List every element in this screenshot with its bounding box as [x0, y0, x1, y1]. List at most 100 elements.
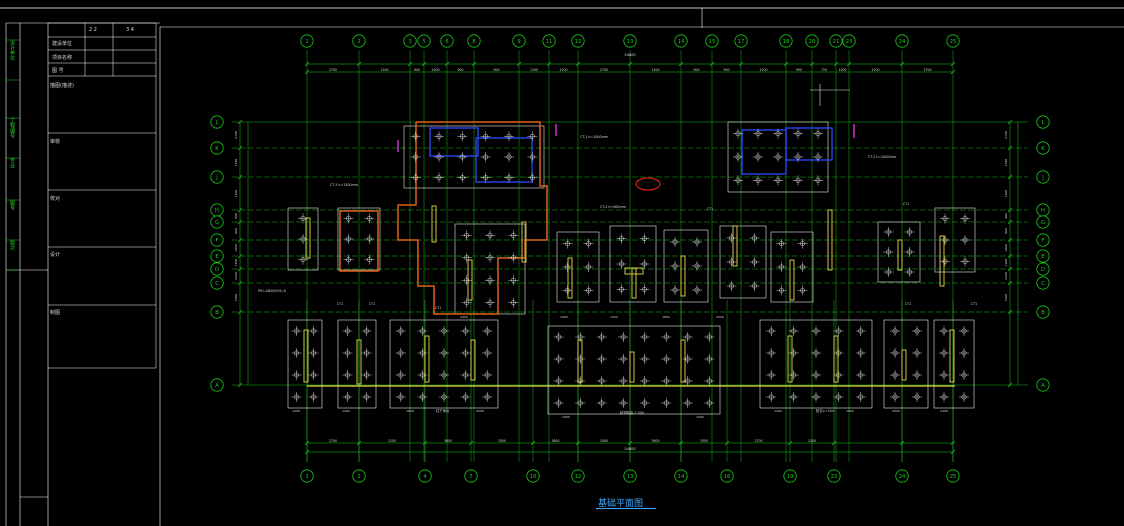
dim-tick-side: [237, 266, 243, 272]
axis-bubble-bottom-label: 7: [469, 474, 472, 480]
annotation-text: CT-3 h=1200mm: [330, 183, 358, 187]
pile-cap-footing: [389, 319, 499, 409]
dim-text-bottom: 2100: [388, 439, 396, 443]
axis-bubble-right-label: H: [1041, 208, 1045, 214]
dim-text-side: 1500: [1004, 159, 1008, 167]
drawing-title: 基础平面图: [598, 499, 644, 509]
axis-bubble-top: [623, 34, 637, 48]
pile-cap-footing: [287, 319, 323, 409]
drawing-title-underline: [596, 508, 656, 509]
axis-bubble-bottom-label: 16: [724, 474, 731, 480]
dim-text-side: 1800: [234, 244, 238, 252]
titleblock-side-4: 图号: [9, 200, 15, 210]
dim-tick-top: [678, 61, 684, 67]
axis-bubble-bottom: [526, 469, 540, 483]
annotation-text: 桩长L=12m: [816, 408, 835, 413]
axis-bubble-bottom-label: 24: [899, 474, 906, 480]
blue-wall-right-a: [741, 129, 787, 175]
dim-tick-top: [356, 61, 362, 67]
axis-bubble-top: [842, 34, 856, 48]
yellow-column: [680, 255, 686, 297]
axis-bubble-left-label: A: [215, 383, 219, 389]
footing-width-text: 2400: [562, 415, 570, 419]
dim-tick-top: [627, 61, 633, 67]
axis-bubble-right-label: C: [1041, 281, 1045, 287]
axis-bubble-bottom: [895, 469, 909, 483]
axis-bubble-top-label: 1: [305, 39, 308, 45]
axis-bubble-right: [1036, 276, 1050, 290]
axis-bubble-top: [805, 34, 819, 48]
titleblock-side-1: 设计单位: [9, 40, 15, 60]
dim-text-bottom-total: 34800: [624, 447, 636, 451]
dim-text-side: 1200: [234, 259, 238, 267]
dim-text-side: 2400: [1004, 272, 1008, 280]
dim-tick-top: [546, 61, 552, 67]
axis-bubble-right: [1036, 305, 1050, 319]
dim-text-top: 2100: [559, 68, 567, 72]
dim-text-side: 900: [1004, 228, 1008, 234]
cap-label-text: CT1: [903, 202, 909, 206]
axis-bubble-right: [1036, 233, 1050, 247]
dim-tick-side: [1007, 174, 1013, 180]
dim-tick-side: [1007, 207, 1013, 213]
axis-bubble-right: [1036, 262, 1050, 276]
footing-width-text: 1200: [342, 409, 350, 413]
axis-bubble-top: [571, 34, 585, 48]
dim-text-top: 900: [457, 68, 463, 72]
axis-bubble-top: [829, 34, 843, 48]
titleblock-row-3: 图 号: [52, 68, 64, 74]
pile-cap-footing: [933, 319, 975, 409]
titleblock-side-3: 专业: [9, 158, 15, 168]
axis-bubble-top: [734, 34, 748, 48]
axis-bubble-top-label: 9: [517, 39, 520, 45]
footing-width-text: 1200: [610, 315, 618, 319]
dim-text-bottom: 3600: [651, 439, 659, 443]
axis-bubble-left: [210, 262, 224, 276]
titleblock-row-6: 校对: [50, 196, 61, 202]
yellow-column: [833, 335, 839, 383]
axis-bubble-top-label: 20: [809, 39, 816, 45]
pile-cap-footing: [719, 225, 767, 299]
axis-bubble-top-label: 11: [546, 39, 553, 45]
axis-bubble-right-label: F: [1042, 238, 1045, 244]
axis-bubble-bottom: [946, 469, 960, 483]
axis-bubble-right-label: B: [1041, 310, 1045, 316]
pile-cap-footing: [337, 319, 377, 409]
pile-cap-footing: [883, 319, 929, 409]
axis-bubble-top: [705, 34, 719, 48]
dim-text-side: 900: [234, 213, 238, 219]
footing-width-text: 1200: [774, 409, 782, 413]
axis-bubble-right: [1036, 215, 1050, 229]
yellow-column: [521, 221, 527, 263]
dim-text-top: 720: [821, 68, 827, 72]
pile-cap-footings: [287, 121, 976, 415]
dim-text-top: 1500: [651, 68, 659, 72]
footing-width-text: 2000: [892, 409, 900, 413]
footing-width-text: 1000: [560, 315, 568, 319]
columns: [303, 205, 955, 387]
yellow-column: [897, 239, 903, 271]
axis-bubble-left: [210, 141, 224, 155]
axis-bubble-top-label: 15: [709, 39, 716, 45]
yellow-column: [431, 205, 437, 243]
cap-label-text: CT1: [337, 302, 343, 306]
dim-tick-side: [1007, 145, 1013, 151]
blue-wall-right-b: [785, 127, 833, 161]
titleblock-row-8: 制图: [50, 310, 61, 316]
dim-text-top: 1500: [838, 68, 846, 72]
dim-text-side: 1800: [1004, 244, 1008, 252]
dim-tick-bottom: [356, 440, 362, 446]
pile-cap-footing: [337, 207, 381, 271]
yellow-column: [680, 339, 686, 383]
dim-text-top: 2100: [759, 68, 767, 72]
pile-cap-footing: [759, 319, 873, 409]
dim-text-top: 900: [723, 68, 729, 72]
dim-tick-bottom: [950, 440, 956, 446]
dim-tick-bottom: [899, 440, 905, 446]
axis-bubble-left-label: J: [215, 175, 218, 181]
dim-text-side: 900: [1004, 213, 1008, 219]
dim-text-top: 2700: [923, 68, 931, 72]
dim-tick-side: [1007, 280, 1013, 286]
